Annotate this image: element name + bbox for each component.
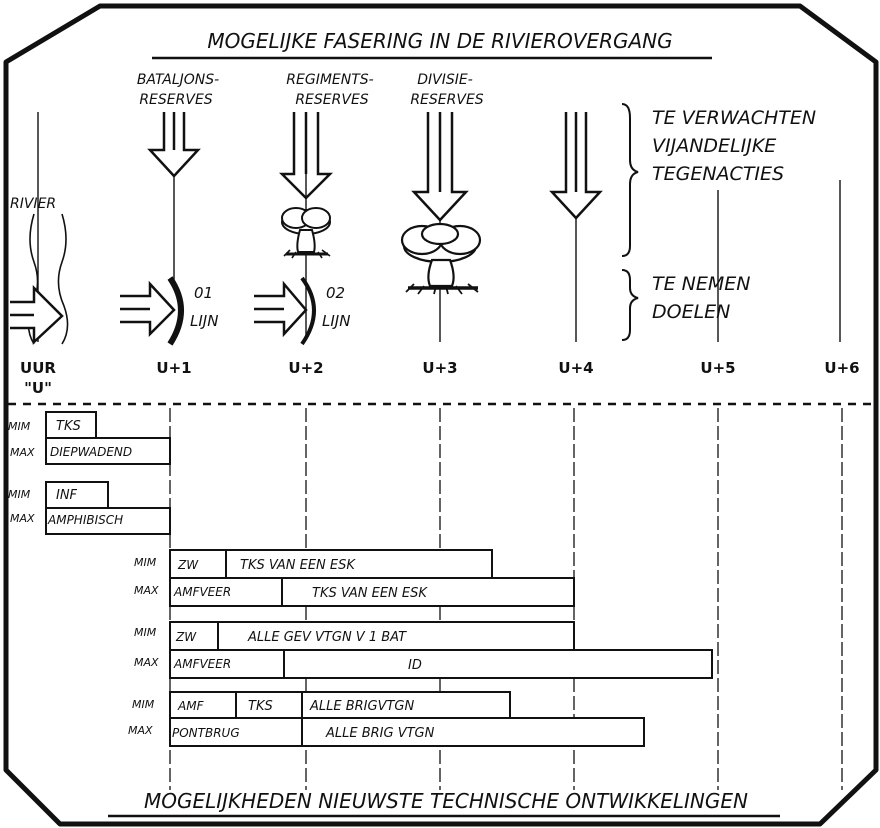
cell-alle-brigvtgn: ALLE BRIGVTGN (309, 699, 414, 714)
advance-arrow-o2 (254, 280, 308, 338)
max-label: MAX (10, 512, 35, 525)
phase-group-4: MIM MAX ZW ALLE GEV VTGN V 1 BAT AMFVEER… (134, 621, 713, 679)
river-crossing-arrow (10, 284, 64, 345)
objectives-bracket (621, 269, 639, 341)
enemy-actions-label-1: TE VERWACHTEN (652, 107, 816, 129)
tick-label-u5: U+5 (700, 359, 735, 377)
cell-tks-van-een-esk-max: TKS VAN EEN ESK (312, 586, 428, 601)
enemy-reserve-arrow-u4 (549, 112, 603, 220)
o1-label-2: LIJN (190, 312, 218, 330)
o2-label-1: 02 (326, 284, 345, 302)
tick-label-u4: U+4 (558, 359, 593, 377)
cell-zw: ZW (177, 558, 199, 572)
objectives-label-2: DOELEN (652, 301, 730, 323)
max-label: MAX (128, 724, 153, 737)
cell-alle-gev-vtgn: ALLE GEV VTGN V 1 BAT (247, 630, 407, 645)
phase-group-2: MIM MAX INF AMPHIBISCH (8, 481, 171, 535)
cell-diepwadend: DIEPWADEND (50, 445, 132, 459)
min-label: MIM (8, 420, 31, 433)
cell-inf: INF (56, 488, 78, 503)
river-bank-right (57, 213, 69, 345)
cell-zw: ZW (175, 630, 197, 644)
cell-amfveer: AMFVEER (173, 657, 231, 671)
cell-amphibisch: AMPHIBISCH (47, 513, 123, 527)
cell-tks: TKS (56, 419, 81, 434)
division-reserve-arrow (411, 112, 469, 222)
large-nuclear-cloud (400, 222, 482, 295)
objective-line-o2 (300, 276, 316, 346)
cell-amf: AMF (177, 699, 205, 713)
tick-label-u3: U+3 (422, 359, 457, 377)
battalion-reserve-arrow (147, 112, 201, 178)
tick-label-u1: U+1 (156, 359, 191, 377)
tick-label-u2: U+2 (288, 359, 323, 377)
enemy-actions-label-3: TEGENACTIES (652, 163, 784, 185)
objectives-label-1: TE NEMEN (652, 273, 750, 295)
division-reserves-label-1: DIVISIE- (417, 72, 473, 88)
o2-label-2: LIJN (322, 312, 350, 330)
tick-label-u: "U" (24, 379, 52, 397)
max-label: MAX (10, 446, 35, 459)
phase-group-3: MIM MAX ZW TKS VAN EEN ESK AMFVEER TKS V… (134, 549, 575, 607)
cell-alle-brig-vtgn: ALLE BRIG VTGN (325, 726, 435, 741)
cell-tks-van-een-esk: TKS VAN EEN ESK (240, 558, 356, 573)
division-reserves-label-2: RESERVES (410, 92, 483, 108)
min-label: MIM (134, 556, 157, 569)
min-label: MIM (132, 698, 155, 711)
advance-arrow-o1 (120, 280, 176, 338)
o1-label-1: 01 (194, 284, 213, 302)
octagon-frame (3, 3, 879, 827)
phase-group-5: MIM MAX AMF TKS ALLE BRIGVTGN PONTBRUG A… (128, 691, 645, 747)
tick-label-u6: U+6 (824, 359, 859, 377)
tick-label-uur: UUR (20, 359, 56, 377)
phase-group-1: MIM MAX TKS DIEPWADEND (8, 411, 171, 465)
enemy-actions-label-2: VIJANDELIJKE (652, 135, 776, 157)
max-label: MAX (134, 656, 159, 669)
cell-tks: TKS (248, 699, 273, 714)
diagram-title: MOGELIJKE FASERING IN DE RIVIEROVERGANG (207, 29, 672, 53)
cell-amfveer: AMFVEER (173, 585, 231, 599)
battalion-reserves-label-1: BATALJONS- (137, 72, 219, 88)
battalion-reserves-label-2: RESERVES (139, 92, 212, 108)
cell-id: ID (408, 658, 422, 673)
max-label: MAX (134, 584, 159, 597)
min-label: MIM (134, 626, 157, 639)
enemy-actions-bracket (621, 103, 639, 257)
small-nuclear-cloud (281, 207, 331, 259)
cell-pontbrug: PONTBRUG (172, 726, 240, 740)
regiment-reserves-label-1: REGIMENTS- (286, 72, 373, 88)
regiment-reserves-label-2: RESERVES (295, 92, 368, 108)
min-label: MIM (8, 488, 31, 501)
footer-caption: MOGELIJKHEDEN NIEUWSTE TECHNISCHE ONTWIK… (144, 789, 748, 813)
river-label: RIVIER (10, 196, 56, 212)
objective-line-o1 (167, 276, 184, 346)
